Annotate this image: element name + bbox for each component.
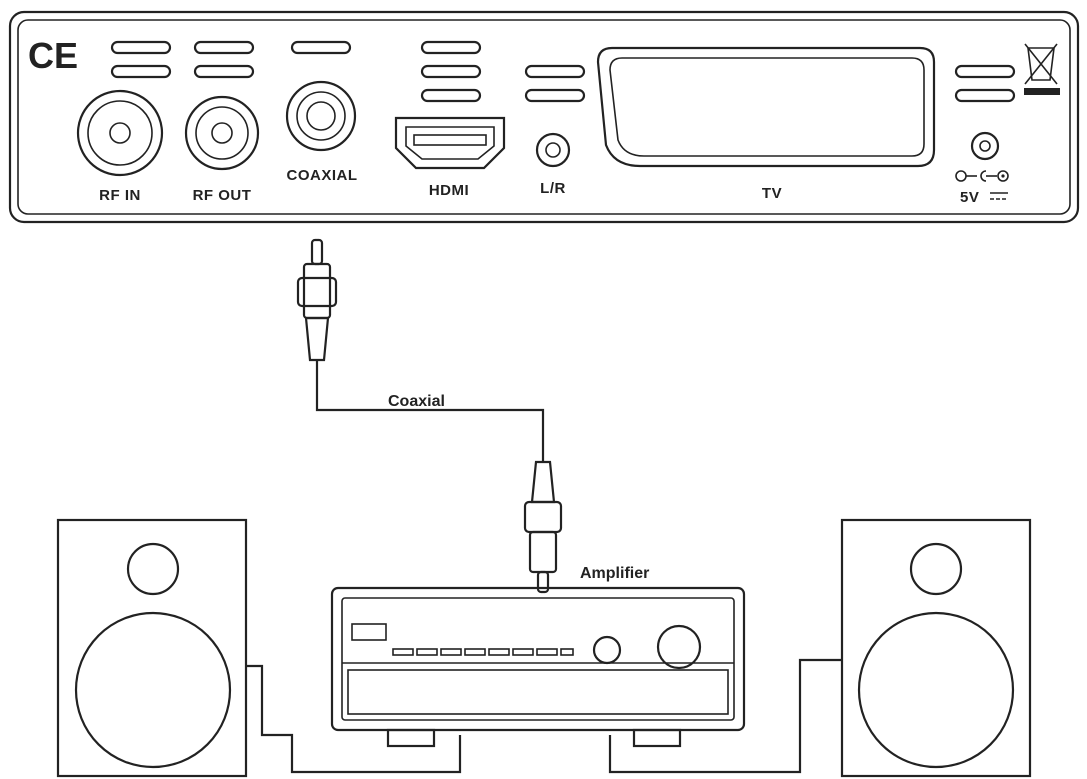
power-port [970, 131, 1000, 161]
rf-in-label: RF IN [99, 187, 141, 204]
rf-in-port [76, 89, 164, 177]
power-label: 5V [960, 189, 979, 206]
cable-wire [315, 360, 545, 462]
dc-symbol-icon [990, 192, 1008, 200]
amplifier-label: Amplifier [580, 565, 649, 582]
weee-bin-icon [1024, 43, 1060, 95]
left-speaker [56, 518, 248, 778]
rf-out-port [184, 95, 260, 171]
polarity-icon [955, 170, 1009, 182]
top-rca-plug [296, 238, 338, 362]
display-window [351, 623, 387, 641]
receiver-back-panel: CE RF IN [8, 10, 1080, 224]
coaxial-port [285, 80, 357, 152]
vent-slots [110, 40, 1016, 103]
volume-knob [656, 624, 702, 670]
right-speaker [840, 518, 1032, 778]
right-speaker-wire [608, 658, 842, 774]
amplifier-foot-left [386, 728, 436, 748]
small-knob [592, 635, 622, 665]
coaxial-cable [296, 238, 563, 594]
rf-out-label: RF OUT [193, 187, 252, 204]
lr-label: L/R [540, 180, 566, 197]
ce-mark: CE [28, 35, 78, 76]
bottom-rca-plug [523, 460, 563, 594]
hdmi-port [394, 116, 506, 170]
hdmi-label: HDMI [429, 182, 469, 199]
amplifier [330, 586, 746, 748]
lr-audio-port [535, 132, 571, 168]
coaxial-label: COAXIAL [287, 167, 358, 184]
coaxial-cable-label: Coaxial [388, 393, 445, 410]
amplifier-foot-right [632, 728, 682, 748]
button-row [392, 648, 574, 656]
left-speaker-wire [246, 664, 462, 774]
tv-scart-port [596, 46, 936, 168]
tv-label: TV [762, 185, 782, 202]
